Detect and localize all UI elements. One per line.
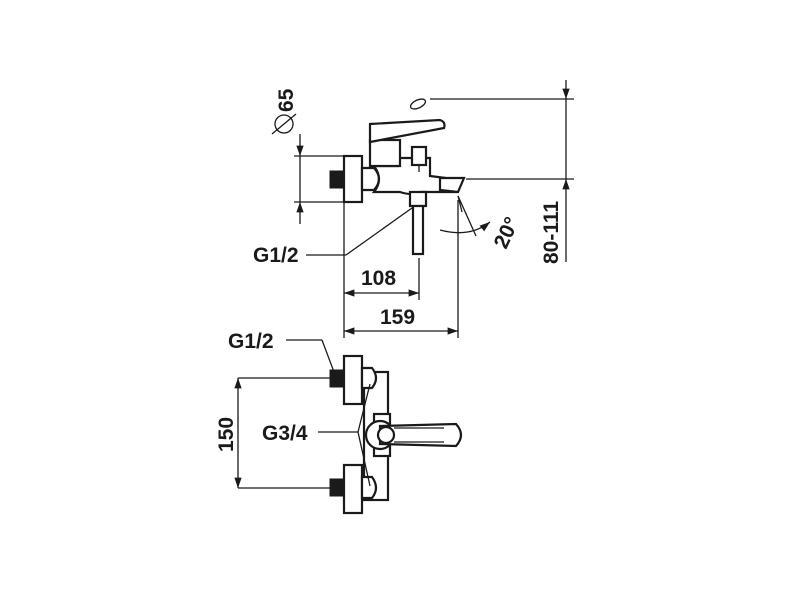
- dim-diameter: 65: [275, 88, 298, 112]
- side-lever-tip-indicator: [409, 98, 427, 110]
- side-lever-handle: [368, 118, 446, 144]
- side-shower-outlet: [408, 190, 428, 208]
- dim-angle: 20°: [490, 214, 524, 253]
- dim-height-range: 80-111: [540, 201, 563, 264]
- front-view: 150 G1/2 G3/4: [215, 330, 463, 515]
- front-upper-nut: [329, 369, 345, 388]
- diameter-symbol: [271, 113, 297, 135]
- front-lower-nut: [329, 478, 345, 497]
- side-wall-flange: [342, 154, 364, 204]
- front-lower-coupling: [360, 475, 378, 500]
- front-lower-flange: [342, 463, 364, 515]
- front-lever-handle: [378, 422, 463, 448]
- front-upper-coupling: [360, 366, 378, 390]
- dim-center-distance: 150: [215, 417, 238, 452]
- side-view: 65 80-111 20° G1/2 108 159: [253, 80, 574, 338]
- angle-arc: [439, 221, 491, 234]
- dim-total-depth: 159: [380, 306, 415, 329]
- label-connection-top: G1/2: [253, 244, 299, 267]
- side-spout-nozzle: [438, 176, 466, 194]
- label-outlet-thread: G3/4: [262, 422, 308, 445]
- dim-spout-reach: 108: [361, 267, 396, 290]
- side-cartridge: [368, 138, 402, 168]
- side-shower-pipe: [411, 204, 425, 256]
- side-diverter-knob: [410, 145, 428, 167]
- side-connector-nut: [329, 170, 345, 189]
- label-connection-front: G1/2: [228, 330, 274, 353]
- front-upper-flange: [342, 354, 364, 406]
- front-lever-cap: [376, 425, 396, 445]
